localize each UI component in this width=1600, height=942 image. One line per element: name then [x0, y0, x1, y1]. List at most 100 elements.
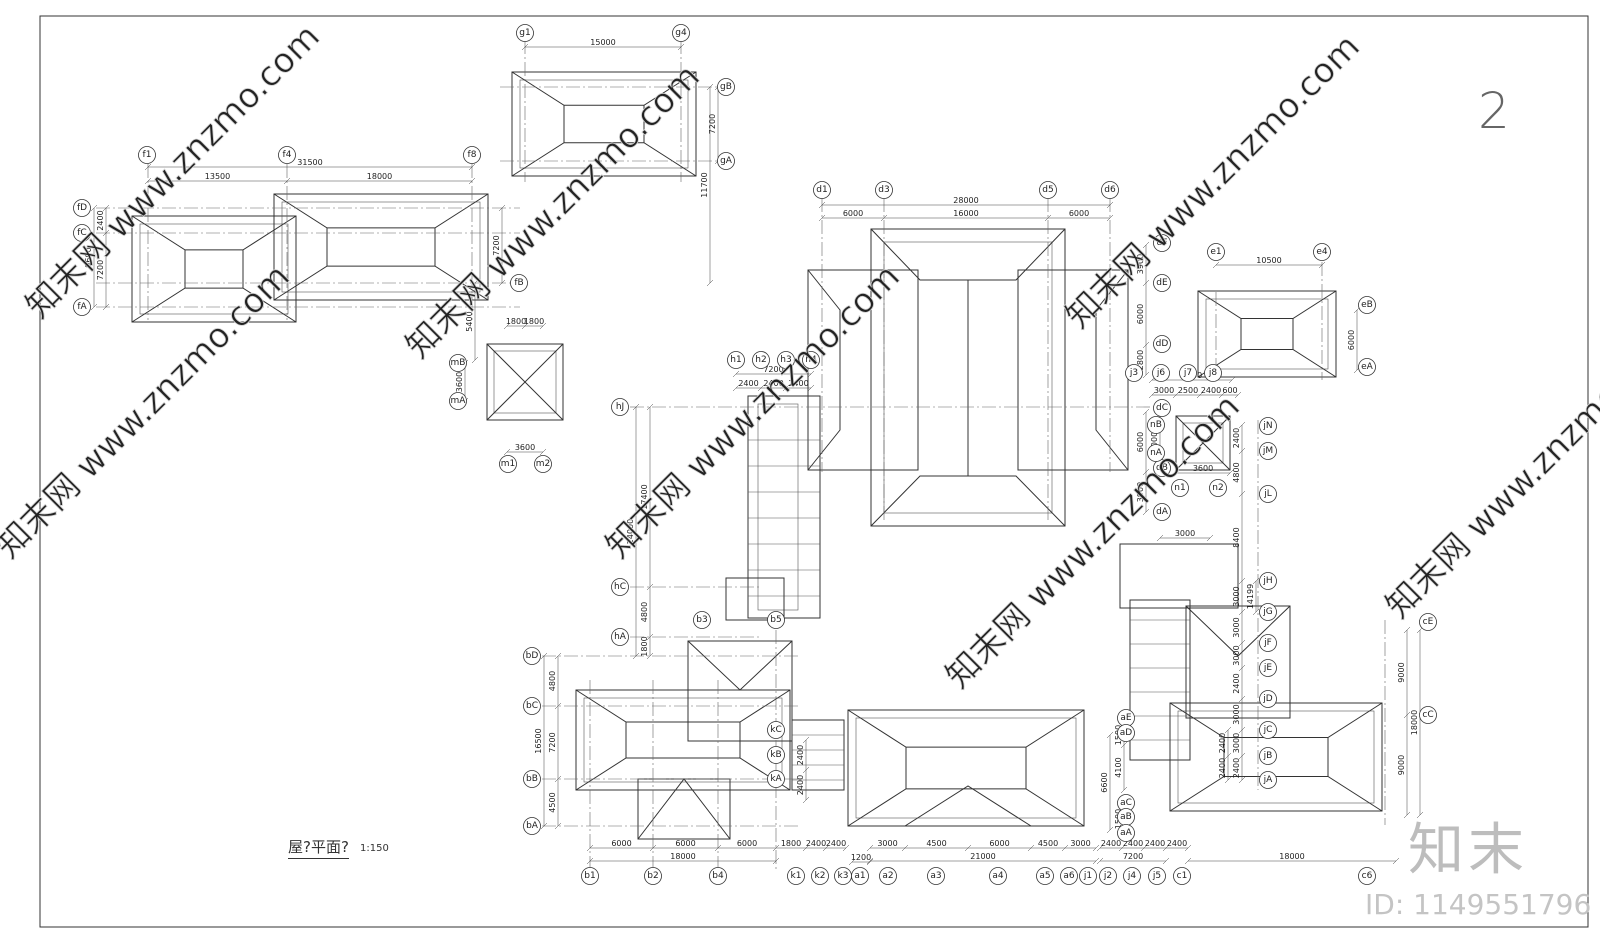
- axis-label-f1: f1: [143, 150, 152, 160]
- axis-label-j6: j6: [1156, 368, 1166, 378]
- dim-a-3000b-tick: [1061, 844, 1069, 852]
- dim-a-21000-text: 21000: [970, 852, 995, 861]
- dim-e-width-tick: [1318, 261, 1326, 269]
- axis-bubble-kA: [767, 770, 785, 788]
- axis-label-j2: j2: [1103, 871, 1112, 881]
- dim-b-18000-tick: [772, 857, 780, 865]
- dim-a-2400b-text: 2400: [1123, 839, 1143, 848]
- dim-j-2400c-tick: [1238, 776, 1246, 784]
- roof-g-eave: [511, 71, 697, 177]
- dim-n-3000-tick: [1206, 534, 1214, 542]
- axis-label-cC: cC: [1422, 710, 1433, 720]
- drawing-scale: 1:150: [360, 843, 389, 854]
- dim-c-9000b-tick: [1403, 711, 1411, 719]
- dim-a-6000-tick: [964, 844, 972, 852]
- dim-a-3000b-text: 3000: [1070, 839, 1090, 848]
- dim-f-7200b-text: 7200: [492, 235, 501, 255]
- dim-g-offset-tick: [706, 279, 714, 287]
- dim-h-17400-tick: [646, 403, 654, 411]
- roof-b2-porch: [637, 778, 731, 840]
- axis-bubble-a4: [989, 867, 1007, 885]
- axis-label-c1: c1: [1177, 871, 1188, 881]
- axis-bubble-a1: [851, 867, 869, 885]
- dim-j-3600-text: 3600: [1193, 464, 1213, 473]
- roof-b3-cross: [687, 640, 793, 742]
- roof-f-right-wall: [281, 201, 481, 293]
- dim-j-2400a-tick: [1238, 421, 1246, 429]
- dim-c-18000h-tick: [1392, 857, 1400, 865]
- dim-k-2400b-tick: [822, 844, 830, 852]
- watermark-text: 知末网 www.znzmo.com: [1378, 317, 1600, 627]
- dim-g-width-text: 15000: [590, 38, 615, 47]
- axis-bubble-eB: [1358, 296, 1376, 314]
- dim-j-2400e-text: 2400: [1218, 758, 1227, 778]
- dim-j-3000e-tick: [1238, 726, 1246, 734]
- roof-h-end: [725, 577, 785, 621]
- roof-n-hip-b: [1175, 415, 1231, 471]
- dim-d-total-text: 28000: [953, 196, 978, 205]
- axis-bubble-d6: [1101, 181, 1119, 199]
- dim-a-6600-tick: [1106, 731, 1114, 739]
- dim-a-7200-tick: [1096, 857, 1104, 865]
- axis-bubble-h3: [777, 351, 795, 369]
- axis-label-hJ: hJ: [616, 402, 624, 412]
- axis-label-e1: e1: [1210, 247, 1221, 257]
- dim-j-4800-text: 4800: [1232, 462, 1241, 482]
- dim-g-depth-text: 7200: [708, 114, 717, 134]
- axis-bubble-h1: [727, 351, 745, 369]
- roof-j-corridor: [1129, 599, 1191, 761]
- axis-label-nA: nA: [1150, 448, 1163, 458]
- roof-d-left-hip: [807, 269, 841, 471]
- dim-k-2400v2-tick: [802, 796, 810, 804]
- dim-a-7200-text: 7200: [1123, 852, 1143, 861]
- dim-k-2400v2-tick: [802, 766, 810, 774]
- axis-bubble-g4: [672, 24, 690, 42]
- roof-f-right-hip-top: [273, 193, 489, 229]
- dim-f-2400-text: 2400: [96, 210, 105, 230]
- dim-j-4800-tick: [1238, 447, 1246, 455]
- axis-bubble-n2: [1209, 479, 1227, 497]
- axis-bubble-e1: [1207, 243, 1225, 261]
- roof-k-link: [791, 719, 845, 791]
- dim-e-depth-text: 6000: [1347, 330, 1356, 350]
- dim-h-17400-text: 17400: [640, 484, 649, 509]
- axis-label-f8: f8: [468, 150, 477, 160]
- axis-bubble-d3: [875, 181, 893, 199]
- axis-label-k2: k2: [815, 871, 826, 881]
- axis-bubble-bD: [523, 647, 541, 665]
- dim-e-width-tick: [1212, 261, 1220, 269]
- dim-b-18000-text: 18000: [670, 852, 695, 861]
- roof-m-hip-b: [486, 343, 564, 421]
- dim-f-total-text: 31500: [297, 158, 322, 167]
- axis-bubble-f4: [278, 146, 296, 164]
- axis-bubble-gA: [717, 152, 735, 170]
- axis-label-e4: e4: [1316, 247, 1328, 257]
- drawing-title: 屋?平面?: [288, 836, 349, 859]
- axis-label-mA: mA: [451, 396, 467, 406]
- axis-label-aC: aC: [1120, 798, 1132, 808]
- dim-f-7200b-tick: [498, 279, 506, 287]
- dim-j-2400b-tick: [1238, 664, 1246, 672]
- axis-label-a2: a2: [882, 871, 893, 881]
- axis-label-g1: g1: [519, 28, 530, 38]
- dim-f-5400-tick: [471, 356, 479, 364]
- dim-j-8400-tick: [1238, 490, 1246, 498]
- dim-k-2400v-tick: [802, 736, 810, 744]
- dim-a-6600-text: 6600: [1100, 772, 1109, 792]
- roof-b-hip-bottom: [575, 757, 791, 791]
- dim-a-2400c-text: 2400: [1145, 839, 1165, 848]
- axis-bubble-g1: [516, 24, 534, 42]
- dim-a-4100-tick: [1120, 786, 1128, 794]
- watermark-text: 知末网 www.znzmo.com: [938, 387, 1248, 697]
- dim-a-2400a-tick: [1096, 844, 1104, 852]
- axis-label-b2: b2: [647, 871, 658, 881]
- watermark-id: ID: 1149551796: [1365, 888, 1592, 921]
- dim-j-3000b-tick: [1238, 608, 1246, 616]
- axis-bubble-h4: [802, 351, 820, 369]
- dim-g-offset-tick: [706, 83, 714, 91]
- axis-bubble-fC: [73, 224, 91, 242]
- axis-bubble-jF: [1259, 634, 1277, 652]
- dim-a-21000-tick: [866, 857, 874, 865]
- axis-bubble-m2: [534, 455, 552, 473]
- axis-bubble-jC: [1259, 721, 1277, 739]
